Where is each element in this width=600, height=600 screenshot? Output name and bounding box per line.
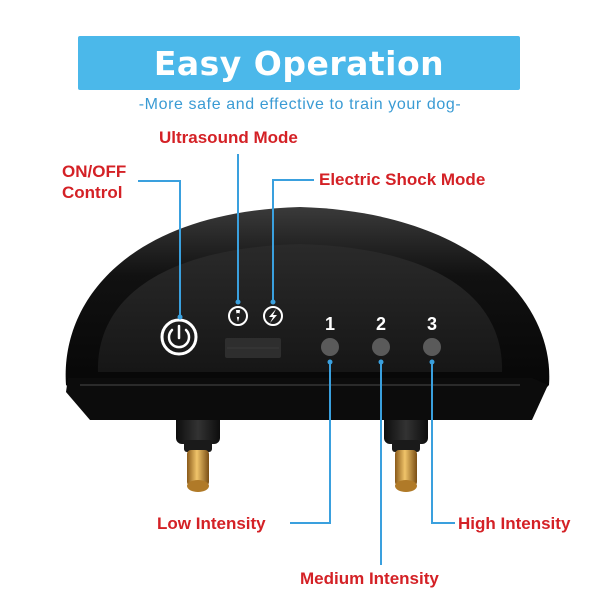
power-icon[interactable] — [160, 318, 198, 356]
medium-intensity-label: Medium Intensity — [300, 569, 439, 588]
onoff-label-line2: Control — [62, 183, 123, 202]
shock-callout-line — [272, 179, 314, 302]
electric-shock-mode-label: Electric Shock Mode — [319, 170, 486, 189]
callout-end-dots — [177, 299, 435, 365]
onoff-callout-line — [138, 180, 181, 317]
level-1-number: 1 — [325, 314, 335, 334]
page-title: Easy Operation — [153, 43, 445, 83]
ultrasound-icon[interactable] — [228, 306, 248, 326]
low-callout-line — [290, 362, 331, 524]
level-3-light — [423, 338, 441, 356]
low-intensity-label: Low Intensity — [157, 514, 266, 533]
level-2-number: 2 — [376, 314, 386, 334]
page-subtitle: -More safe and effective to train your d… — [138, 96, 462, 113]
high-callout-line — [431, 362, 455, 524]
level-1-light — [321, 338, 339, 356]
device-face-panel — [97, 244, 503, 372]
onoff-control-label: ON/OFF Control — [62, 161, 126, 203]
device-front-edge — [66, 378, 548, 420]
callout-lines — [138, 154, 455, 565]
level-2-light — [372, 338, 390, 356]
right-contact-prong — [384, 410, 428, 492]
ultrasound-mode-label: Ultrasound Mode — [159, 128, 298, 147]
level-3-number: 3 — [427, 314, 437, 334]
high-intensity-label: High Intensity — [458, 514, 571, 533]
lightning-icon[interactable] — [263, 306, 283, 326]
onoff-label-line1: ON/OFF — [62, 162, 127, 181]
left-contact-prong — [176, 410, 220, 492]
title-banner: Easy Operation — [78, 36, 520, 90]
